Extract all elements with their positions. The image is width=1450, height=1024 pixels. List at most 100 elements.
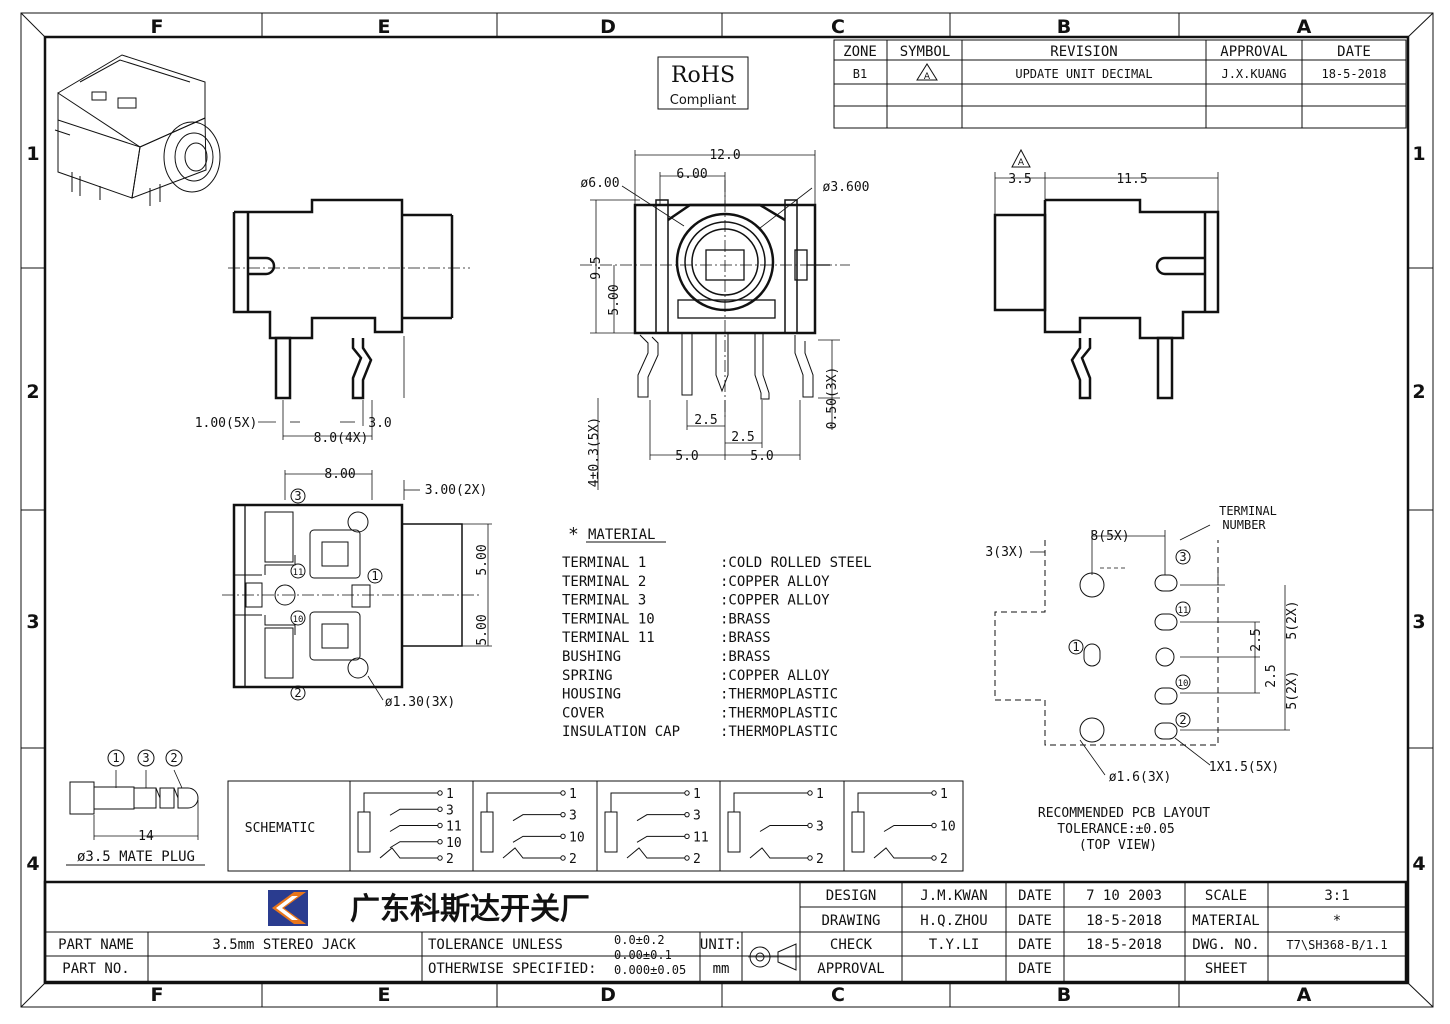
zone-col-D-top: D (600, 16, 616, 38)
rev-header-revision: REVISION (1050, 44, 1117, 60)
dim-4-pm-0-3: 4±0.3(5X) (587, 417, 602, 487)
scale-label: SCALE (1205, 888, 1247, 904)
rev-row-symbol: A (924, 72, 931, 82)
schematic-lead (883, 825, 932, 832)
company-logo (268, 890, 308, 926)
pcb-terminal-3: 3 (1179, 550, 1186, 564)
schematic-terminal (437, 790, 443, 796)
schematic-terminal-label: 2 (940, 852, 948, 867)
schematic-terminal (931, 790, 937, 796)
dim-3-0: 3.0 (368, 416, 391, 431)
approval-date-label: DATE (1018, 961, 1052, 977)
material-value: * (1333, 913, 1341, 929)
bottom-view: 8.00 3.00(2X) 5.00 5.00 ø1.30(3X) 3 11 1… (222, 467, 492, 710)
material-value: :COPPER ALLOY (720, 593, 830, 609)
material-value: :THERMOPLASTIC (720, 724, 838, 740)
zone-labels: F E D C B A F E D C B A 1 2 3 4 1 2 3 4 (26, 16, 1425, 1006)
material-value: :THERMOPLASTIC (720, 705, 838, 721)
dwg-no-label: DWG. NO. (1192, 937, 1259, 953)
rev-row-revision: UPDATE UNIT DECIMAL (1015, 67, 1152, 81)
sheet-label: SHEET (1205, 961, 1248, 977)
material-value: :BRASS (720, 630, 771, 646)
dim-2-5-a: 2.5 (694, 413, 717, 428)
material-value: :BRASS (720, 611, 771, 627)
plug-dim-14: 14 (138, 829, 154, 844)
schematic-contact (357, 811, 371, 853)
material-part: COVER (562, 705, 605, 721)
drawing-date-label: DATE (1018, 913, 1052, 929)
tolerance-3: 0.000±0.05 (614, 963, 686, 977)
pcb-terminal-11: 11 (1178, 606, 1189, 616)
zone-row-4-right: 4 (1412, 853, 1425, 875)
plug-callout-1: 1 (112, 751, 119, 765)
dim-9-5: 9.5 (589, 256, 604, 279)
unit-value: mm (713, 961, 730, 977)
pcb-dim-5-2x-a: 5(2X) (1285, 600, 1300, 639)
zone-col-C-top: C (831, 16, 845, 38)
schematic-terminal (931, 822, 937, 829)
schematic-lead (749, 847, 808, 859)
design-date: 7 10 2003 (1086, 888, 1162, 904)
dim-5-00-front: 5.00 (607, 284, 622, 315)
schematic-terminal-label: 3 (569, 809, 577, 824)
revision-triangle-icon (916, 63, 938, 81)
mate-plug: 1 3 2 14 ø3.5 MATE PLUG (66, 749, 205, 866)
schematic-lead (512, 814, 561, 822)
dim-dia-3-600: ø3.600 (823, 180, 870, 195)
material-part: INSULATION CAP (562, 724, 680, 740)
schematic-terminal-label: 1 (446, 787, 454, 802)
schematic-contact (851, 811, 865, 853)
zone-col-A-bottom: A (1297, 984, 1312, 1006)
part-name-label: PART NAME (58, 937, 134, 953)
rev-header-approval: APPROVAL (1220, 44, 1287, 60)
zone-col-E-top: E (378, 16, 391, 38)
dim-3-5: 3.5 (1008, 172, 1031, 187)
design-label: DESIGN (826, 888, 877, 904)
check-date-label: DATE (1018, 937, 1052, 953)
schematic-lead (636, 835, 685, 843)
zone-row-2-right: 2 (1412, 381, 1425, 403)
schematic-terminal-label: 2 (446, 852, 454, 867)
terminal-number-label-1: TERMINAL (1219, 504, 1277, 518)
schematic-terminal (684, 855, 690, 861)
zone-row-4-left: 4 (26, 853, 39, 875)
isometric-jack-icon (54, 54, 221, 206)
pcb-dim-2-5-a: 2.5 (1249, 628, 1264, 651)
rev-row-zone: B1 (853, 67, 867, 81)
drawing-label: DRAWING (821, 913, 880, 929)
dim-3-00-2x: 3.00(2X) (425, 483, 488, 498)
pcb-terminal-2: 2 (1179, 713, 1186, 727)
dim-1-00-5x: 1.00(5X) (195, 416, 258, 431)
right-view-rev-symbol: A (1018, 158, 1025, 168)
check-label: CHECK (830, 937, 873, 953)
schematic-lead (873, 847, 932, 859)
schematic-contact (480, 811, 494, 853)
material-value: :COPPER ALLOY (720, 668, 830, 684)
zone-col-A-top: A (1297, 16, 1312, 38)
zone-row-2-left: 2 (26, 381, 39, 403)
schematic-lead (379, 847, 438, 859)
revision-marker-icon (1011, 148, 1031, 168)
rev-header-zone: ZONE (843, 44, 877, 60)
dim-5-00-top: 5.00 (475, 544, 490, 575)
drawing-date: 18-5-2018 (1086, 913, 1162, 929)
dim-5-0-b: 5.0 (750, 449, 773, 464)
dim-dia-1-30-3x: ø1.30(3X) (385, 695, 455, 710)
design-date-label: DATE (1018, 888, 1052, 904)
unit-label: UNIT: (700, 937, 742, 953)
schematic-terminal (807, 790, 813, 796)
schematic-terminal (684, 833, 690, 840)
zone-col-D-bottom: D (600, 984, 616, 1006)
material-value: :BRASS (720, 649, 771, 665)
pcb-dim-8-5x: 8(5X) (1090, 529, 1129, 544)
check-value: T.Y.LI (929, 937, 980, 953)
dim-6-00: 6.00 (676, 167, 707, 182)
schematic-cell: 132 (727, 787, 824, 867)
pcb-dim-2-5-b: 2.5 (1264, 664, 1279, 687)
terminal-callout-10: 10 (293, 615, 304, 625)
schematic-terminal-label: 2 (816, 852, 824, 867)
